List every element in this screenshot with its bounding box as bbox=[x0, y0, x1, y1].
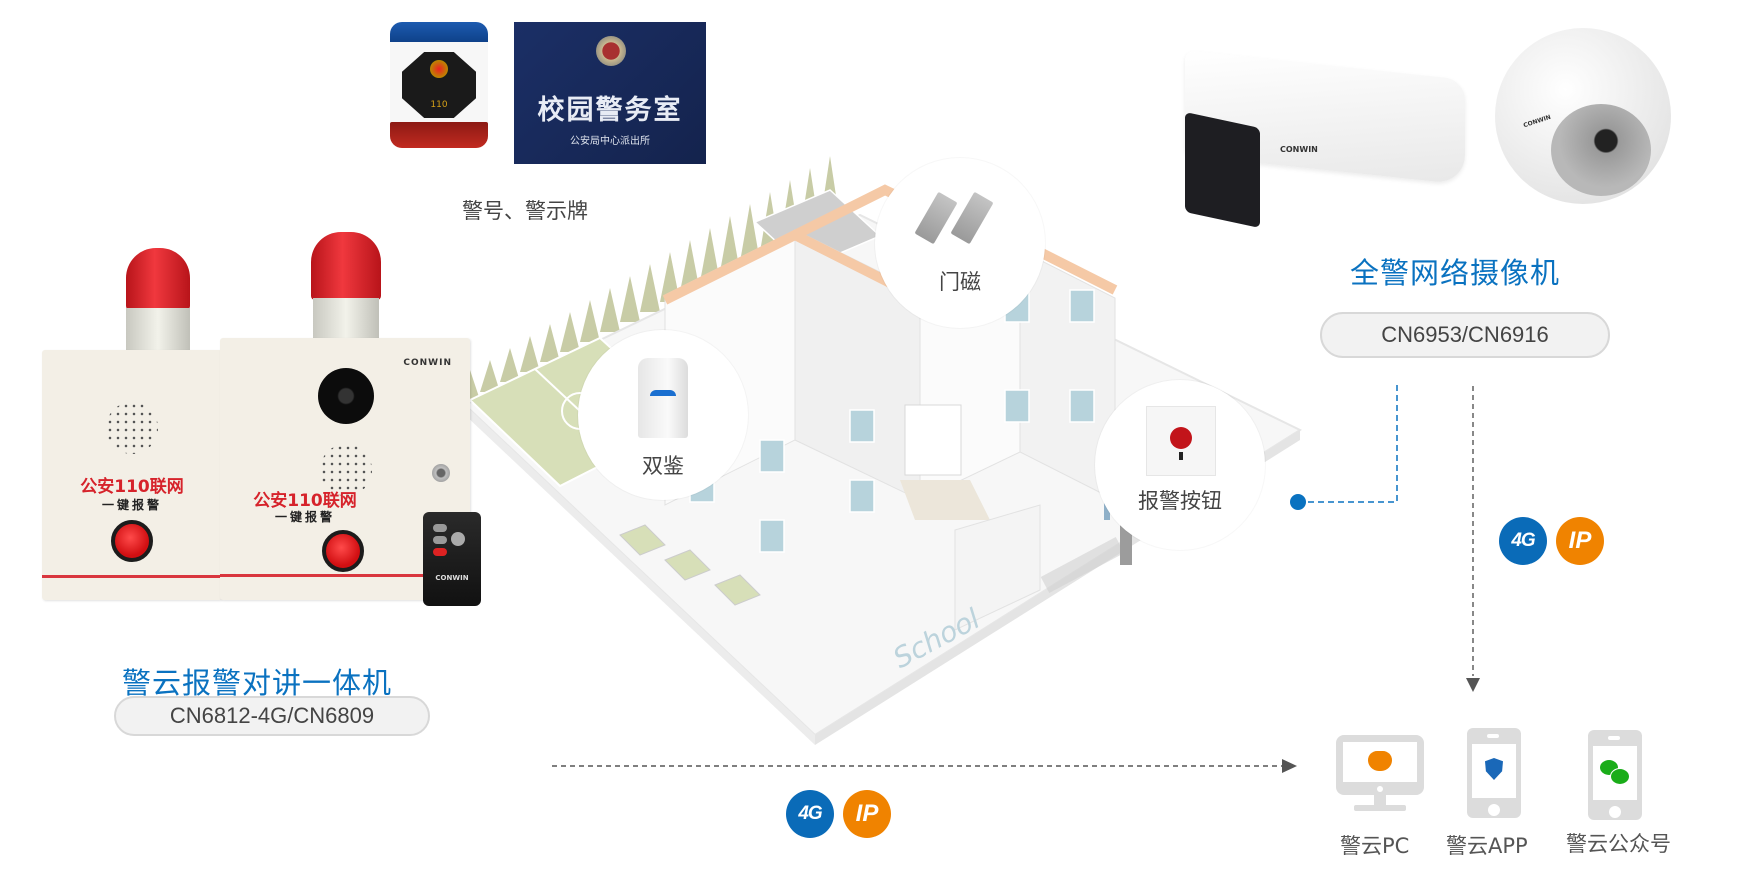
sensor-bubble-door-magnet: 门磁 bbox=[875, 158, 1045, 328]
platform-wechat[interactable] bbox=[1588, 730, 1642, 820]
device-2-key-lock-icon bbox=[432, 464, 450, 482]
device-1-black-text: 一键报警 bbox=[101, 498, 162, 512]
plaque-subtitle: 公安局中心派出所 bbox=[570, 136, 650, 147]
platform-wechat-label: 警云公众号 bbox=[1566, 832, 1671, 856]
dome-camera-image: CONWIN bbox=[1495, 28, 1671, 218]
platform-pc[interactable] bbox=[1336, 735, 1424, 813]
badge-ip-camera: IP bbox=[1556, 517, 1604, 565]
cameras-title: 全警网络摄像机 bbox=[1350, 256, 1561, 290]
sensor-bubble-pir: 双鉴 bbox=[578, 330, 748, 500]
bullet-camera-image: CONWIN bbox=[1145, 45, 1475, 228]
device-2-red-text: 公安110联网 bbox=[253, 491, 357, 511]
sensor-label-alarm-button: 报警按钮 bbox=[1138, 489, 1222, 513]
cameras-model-pill: CN6953/CN6916 bbox=[1320, 312, 1610, 358]
platform-app-label: 警云APP bbox=[1446, 834, 1528, 858]
signage-caption: 警号、警示牌 bbox=[462, 199, 588, 223]
badge-4g-camera: 4G bbox=[1499, 517, 1547, 565]
panic-button-icon bbox=[1146, 406, 1216, 476]
sensor-label-pir: 双鉴 bbox=[642, 454, 684, 478]
phone-wechat-icon bbox=[1600, 760, 1630, 786]
alarm-intercom-title: 警云报警对讲一体机 bbox=[122, 666, 393, 700]
plaque-title: 校园警务室 bbox=[537, 95, 683, 126]
device-2-brand: CONWIN bbox=[403, 358, 452, 368]
phone-shield-app-icon bbox=[1485, 758, 1503, 780]
pir-detector-icon bbox=[638, 358, 688, 438]
warning-light-image: 110 bbox=[390, 22, 488, 148]
remote-brand: CONWIN bbox=[435, 574, 469, 582]
police-office-plaque: 校园警务室 公安局中心派出所 bbox=[514, 22, 706, 164]
warning-light-number: 110 bbox=[430, 100, 448, 110]
remote-control-icon: CONWIN bbox=[423, 512, 481, 606]
platform-app[interactable] bbox=[1467, 728, 1521, 818]
badge-4g-intercom: 4G bbox=[786, 790, 834, 838]
device-2-black-text: 一键报警 bbox=[274, 510, 335, 524]
alarm-intercom-model-pill: CN6812-4G/CN6809 bbox=[114, 696, 430, 736]
monitor-police-cap-icon bbox=[1336, 735, 1424, 795]
device-1-alarm-button-icon bbox=[111, 520, 153, 562]
sensor-bubble-alarm-button: 报警按钮 bbox=[1095, 380, 1265, 550]
badge-ip-intercom: IP bbox=[843, 790, 891, 838]
sensor-label-door-magnet: 门磁 bbox=[939, 270, 981, 294]
police-emblem-icon bbox=[596, 36, 626, 66]
device-1-red-text: 公安110联网 bbox=[80, 477, 184, 497]
platform-pc-label: 警云PC bbox=[1340, 834, 1410, 858]
device-2-alarm-button-icon bbox=[322, 530, 364, 572]
bullet-camera-brand: CONWIN bbox=[1280, 145, 1318, 154]
device-2-camera-icon bbox=[318, 368, 374, 424]
